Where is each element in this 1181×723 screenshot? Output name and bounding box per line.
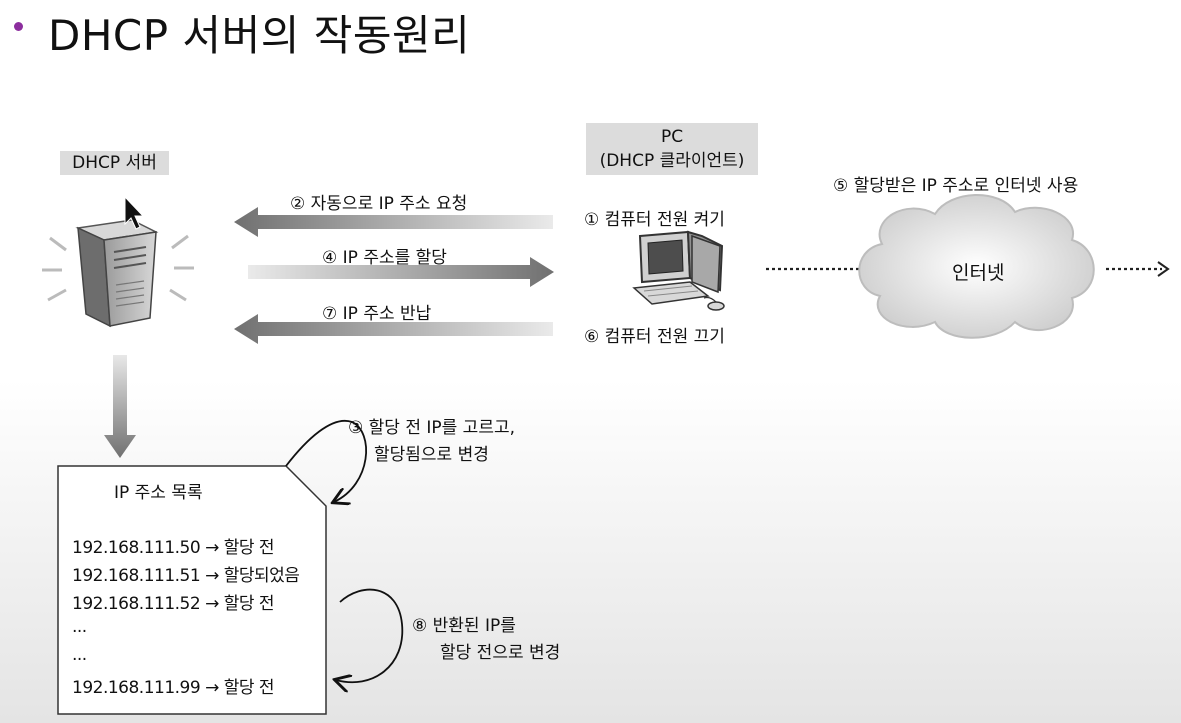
list-item: ... <box>72 645 87 665</box>
step-5-label: ⑤ 할당받은 IP 주소로 인터넷 사용 <box>833 171 1078 196</box>
list-item: 192.168.111.99 → 할당 전 <box>72 673 274 698</box>
curved-arrow-step-8 <box>336 590 402 683</box>
list-item: ... <box>72 617 87 637</box>
ip-list-heading: IP 주소 목록 <box>114 478 203 503</box>
pc-label-line2: (DHCP 클라이언트) <box>586 149 758 173</box>
step-8-label-line1: ⑧ 반환된 IP를 <box>412 611 516 636</box>
step-2-label: ② 자동으로 IP 주소 요청 <box>290 189 467 214</box>
step-1-label: ① 컴퓨터 전원 켜기 <box>584 205 725 230</box>
server-label: DHCP 서버 <box>60 151 169 175</box>
chevron-right-icon <box>1158 262 1168 276</box>
server-icon <box>42 220 194 326</box>
cloud-label: 인터넷 <box>952 258 1004 285</box>
step-7-label: ⑦ IP 주소 반납 <box>322 299 431 324</box>
step-3-label-line2: 할당됨으로 변경 <box>374 440 489 465</box>
step-8-label-line2: 할당 전으로 변경 <box>440 638 560 663</box>
list-item: 192.168.111.51 → 할당되었음 <box>72 561 299 586</box>
pc-icon <box>634 232 724 310</box>
step-3-label-line1: ③ 할당 전 IP를 고르고, <box>348 413 515 438</box>
list-item: 192.168.111.52 → 할당 전 <box>72 589 274 614</box>
step-6-label: ⑥ 컴퓨터 전원 끄기 <box>584 322 725 347</box>
pc-label-line1: PC <box>586 125 758 149</box>
arrow-server-to-list <box>104 355 136 458</box>
list-item: 192.168.111.50 → 할당 전 <box>72 533 274 558</box>
step-4-label: ④ IP 주소를 할당 <box>322 243 447 268</box>
pc-label: PC (DHCP 클라이언트) <box>586 123 758 175</box>
